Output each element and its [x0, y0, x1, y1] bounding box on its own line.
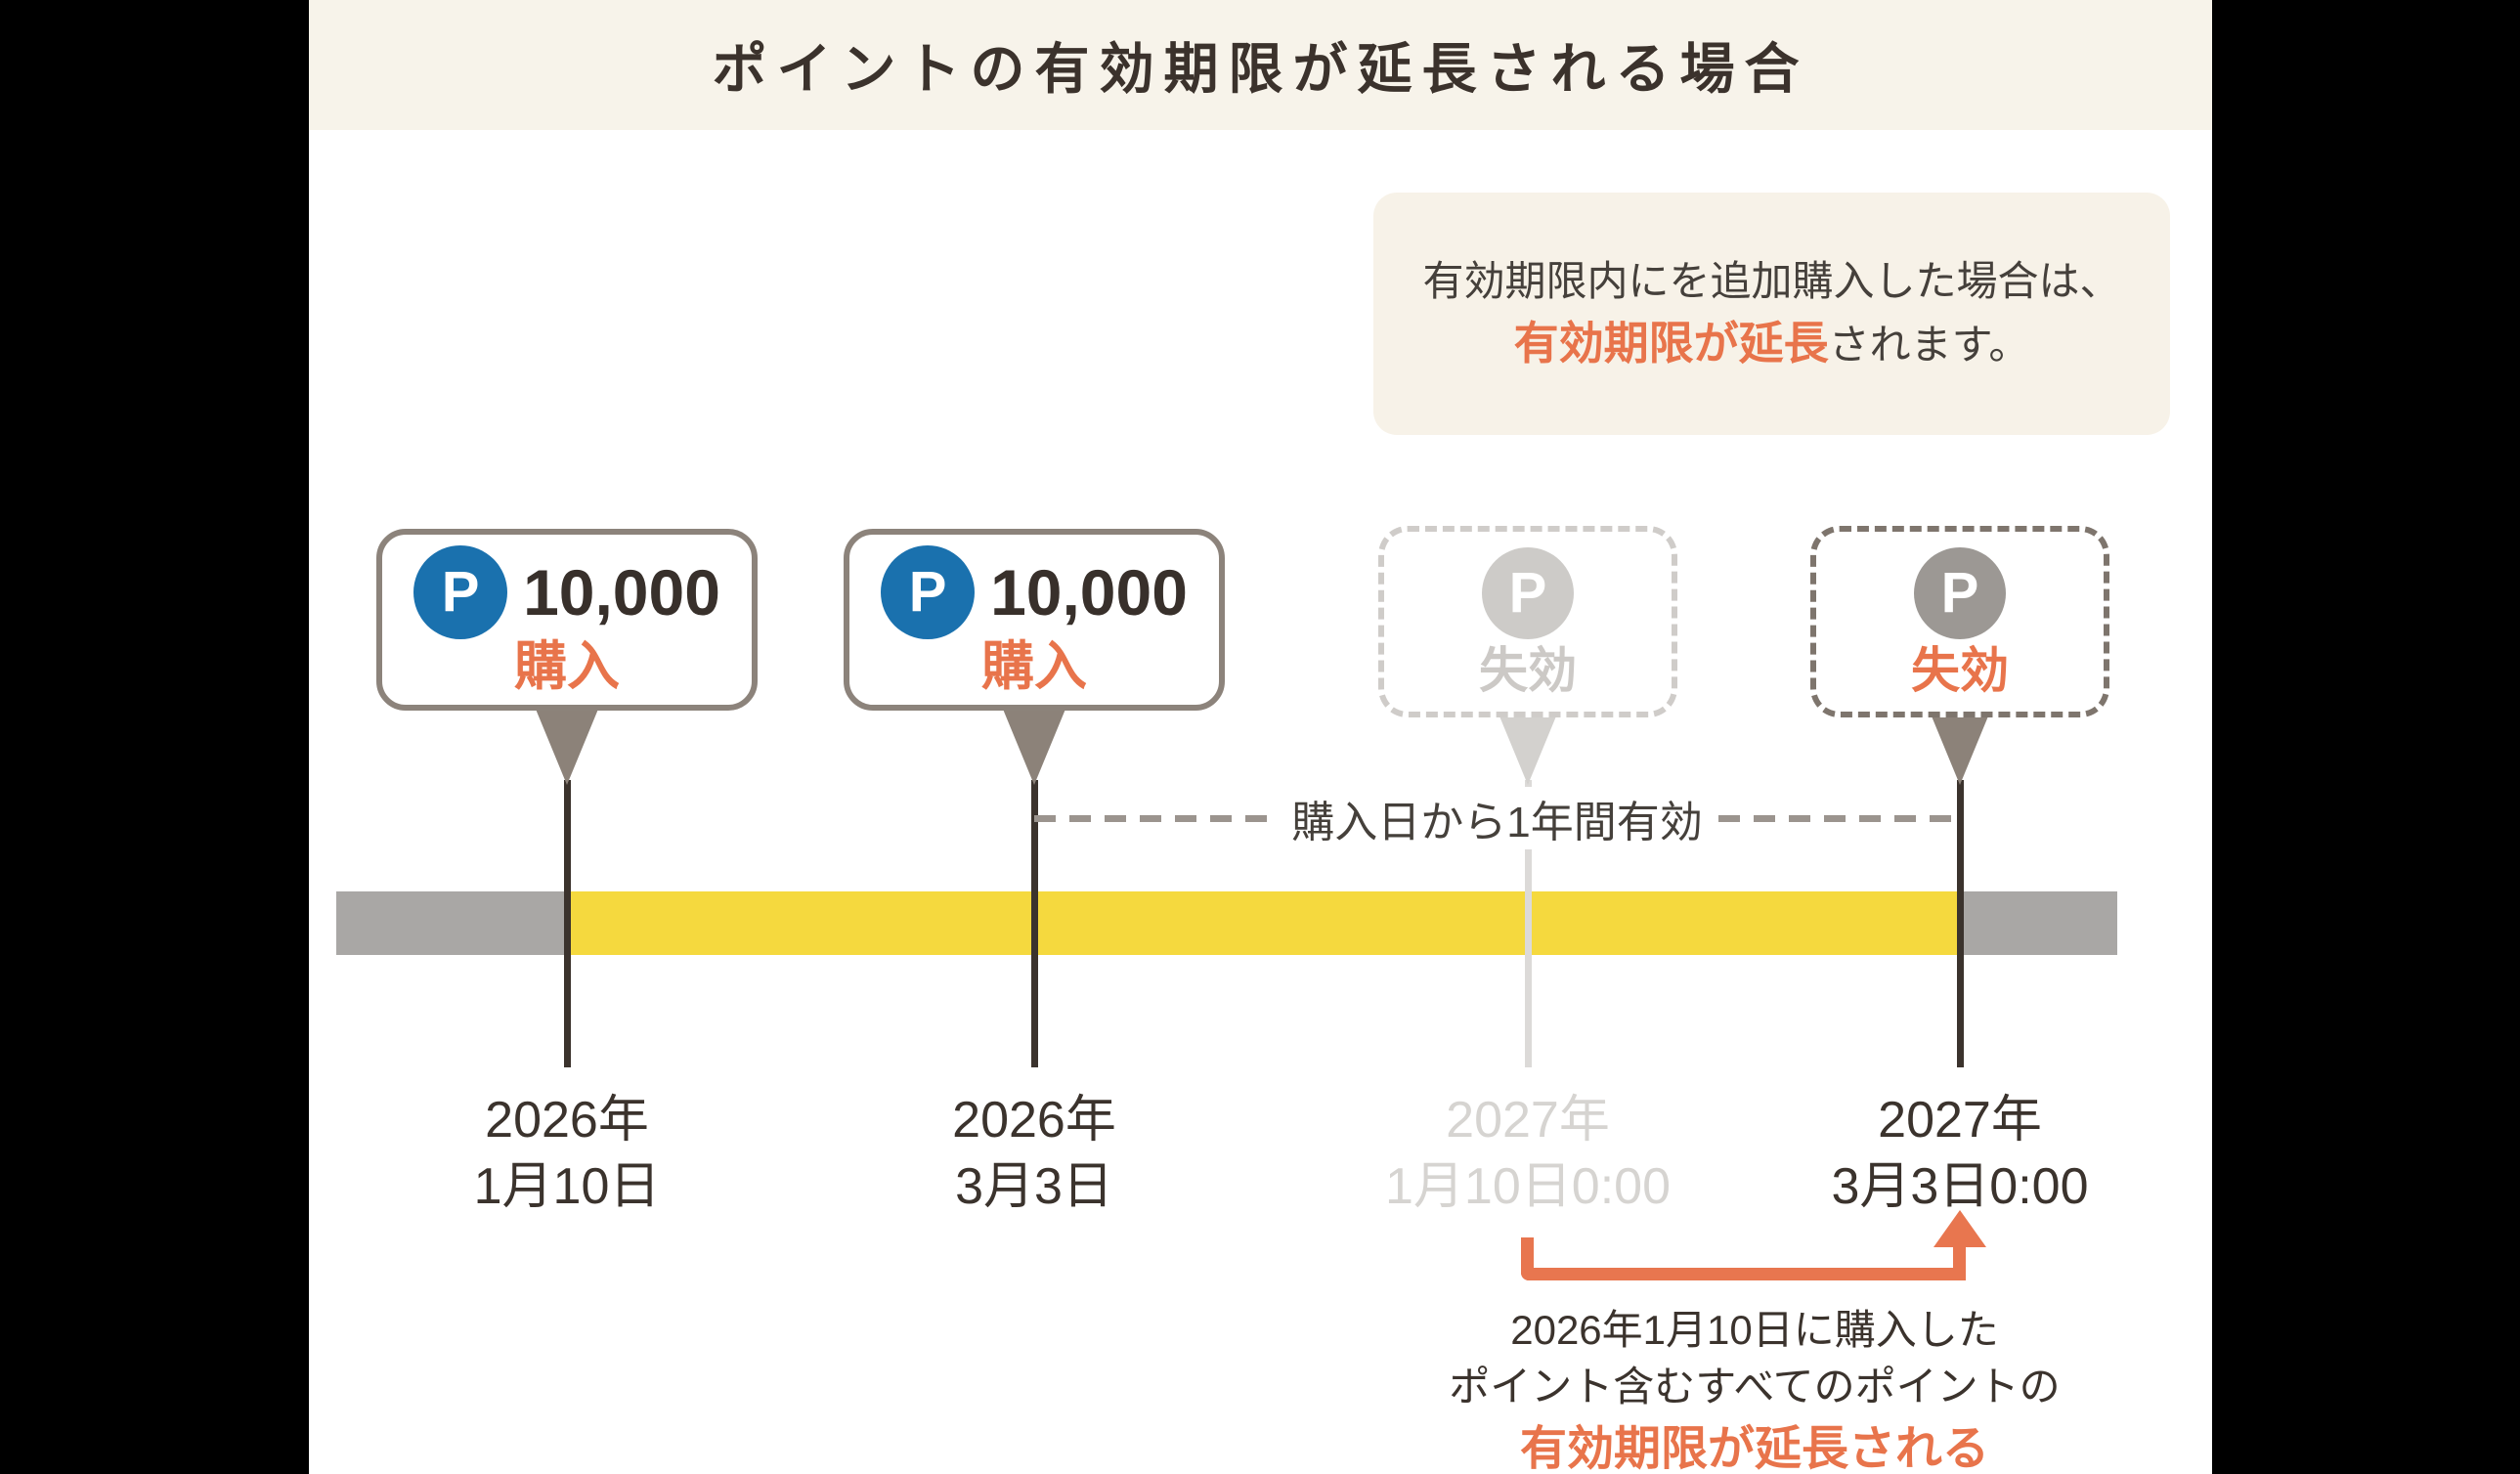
- infographic-canvas: ポイントの有効期限が延長される場合 有効期限内にを追加購入した場合は、 有効期限…: [309, 0, 2212, 1474]
- date-year: 2027年: [1878, 1092, 2042, 1149]
- point-icon: P: [413, 544, 508, 639]
- event-action-label: 購入: [981, 636, 1087, 696]
- event-callout-expiry: P 失効: [1810, 526, 2109, 717]
- event-callout-purchase-2: P 10,000 購入: [844, 529, 1225, 711]
- date-label-1: 2026年 1月10日: [371, 1087, 762, 1220]
- note-box: 有効期限内にを追加購入した場合は、 有効期限が延長されます。: [1373, 193, 2170, 435]
- note-line-2-rest: されます。: [1828, 321, 2030, 368]
- date-year: 2026年: [952, 1092, 1116, 1149]
- title-bar: ポイントの有効期限が延長される場合: [309, 0, 2212, 130]
- annotation-line-3-highlight: 有効期限が延長される: [1519, 1423, 1989, 1474]
- validity-span: 購入日から1年間有効: [1034, 787, 1961, 849]
- validity-label: 購入日から1年間有効: [1276, 787, 1718, 849]
- extension-annotation: 2026年1月10日に購入した ポイント含むすべてのポイントの 有効期限が延長さ…: [1412, 1302, 2097, 1474]
- callout-pointer-triangle: [535, 707, 599, 785]
- timeline-tick-2: [1031, 780, 1038, 1067]
- callout-pointer-triangle-faded: [1496, 707, 1560, 785]
- point-icon-letter: P: [908, 560, 947, 625]
- note-line-1: 有効期限内にを追加購入した場合は、: [1422, 258, 2121, 305]
- annotation-line-1: 2026年1月10日に購入した: [1510, 1307, 1999, 1353]
- note-line-2: 有効期限が延長されます。: [1514, 317, 2030, 370]
- dashed-line-left: [1034, 814, 1277, 822]
- point-icon-gray: P: [1914, 546, 2006, 639]
- date-day: 1月10日: [473, 1158, 661, 1215]
- point-icon-letter: P: [441, 560, 480, 625]
- point-icon-faded: P: [1482, 546, 1574, 639]
- date-year: 2026年: [485, 1092, 649, 1149]
- point-icon: P: [881, 544, 976, 639]
- callout-pointer-triangle: [1002, 707, 1066, 785]
- point-icon-letter: P: [1508, 561, 1547, 626]
- date-day: 3月3日: [955, 1158, 1113, 1215]
- point-amount-row: P 10,000: [881, 544, 1188, 639]
- extension-bracket: [1521, 1237, 1960, 1280]
- date-label-3-faded: 2027年 1月10日0:00: [1332, 1087, 1723, 1220]
- note-highlight: 有効期限が延長: [1513, 317, 1829, 368]
- dashed-line-right: [1717, 814, 1961, 822]
- point-icon-letter: P: [1940, 561, 1979, 626]
- point-amount: 10,000: [523, 555, 720, 629]
- extension-arrow-up-icon: [1933, 1210, 1986, 1247]
- date-day: 1月10日0:00: [1385, 1158, 1671, 1215]
- date-year: 2027年: [1446, 1092, 1610, 1149]
- annotation-line-2: ポイント含むすべてのポイントの: [1449, 1364, 2061, 1409]
- date-day: 3月3日0:00: [1831, 1158, 2089, 1215]
- event-action-label: 購入: [514, 636, 620, 696]
- point-amount: 10,000: [990, 555, 1188, 629]
- callout-pointer-triangle: [1928, 707, 1992, 785]
- page-title: ポイントの有効期限が延長される場合: [712, 38, 1809, 100]
- timeline-tick-1: [564, 780, 571, 1067]
- date-label-2: 2026年 3月3日: [839, 1087, 1230, 1220]
- event-action-label: 失効: [1479, 642, 1577, 698]
- date-label-4: 2027年 3月3日0:00: [1764, 1087, 2155, 1220]
- event-callout-expiry-cancelled: P 失効: [1378, 526, 1677, 717]
- timeline-tick-4: [1957, 780, 1964, 1067]
- timeline-tick-3-faded: [1525, 780, 1532, 1067]
- event-action-label: 失効: [1911, 642, 2009, 698]
- point-amount-row: P 10,000: [413, 544, 720, 639]
- extension-arrow-shaft: [1953, 1239, 1966, 1280]
- timeline-bar-yellow-valid-period: [567, 891, 1960, 955]
- event-callout-purchase-1: P 10,000 購入: [376, 529, 758, 711]
